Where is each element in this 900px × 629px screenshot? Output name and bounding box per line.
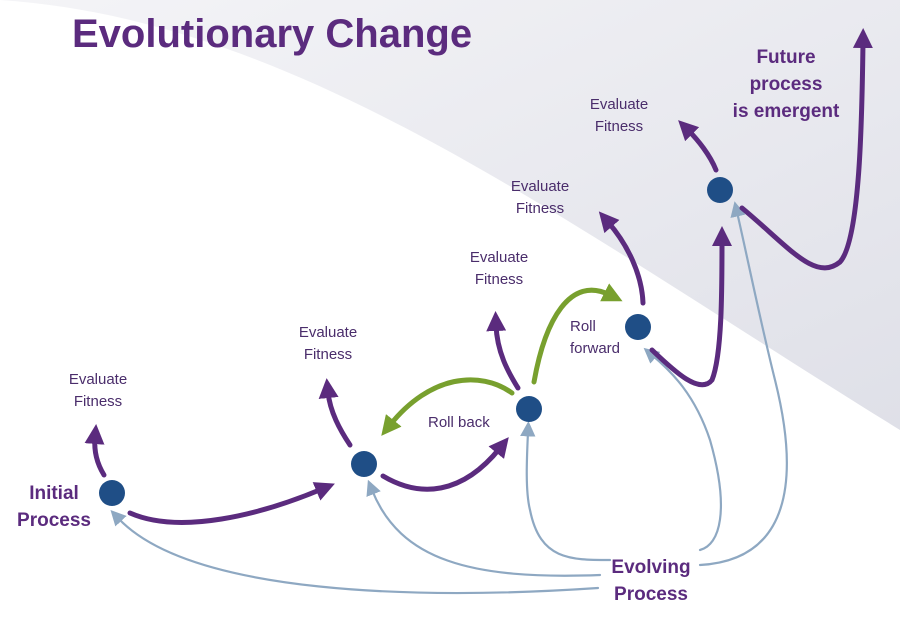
initial-process-label-line2: Process: [17, 510, 91, 531]
evaluate-label-1-line2: Fitness: [74, 393, 122, 410]
evaluate-arrow-4: [598, 211, 646, 306]
feedback-arrow-to-node3: [520, 421, 612, 562]
node-3: [516, 396, 542, 422]
background-band: [0, 0, 900, 430]
path-node4-to-node5: [649, 226, 732, 388]
process-path: [84, 28, 873, 525]
evaluate-label-5-line1: Evaluate: [590, 96, 648, 113]
feedback-arrow-to-initial: [110, 509, 600, 595]
evaluate-label-4-line1: Evaluate: [511, 178, 569, 195]
roll-forward-arrow: [531, 283, 623, 385]
evaluate-label-2-line2: Fitness: [304, 346, 352, 363]
path-node2-to-node3: [380, 437, 509, 492]
feedback-arrows: [110, 201, 788, 595]
node-2: [351, 451, 377, 477]
page-title: Evolutionary Change: [72, 12, 472, 56]
evaluate-label-4-line2: Fitness: [516, 200, 564, 217]
initial-process-label-line1: Initial: [29, 483, 79, 504]
future-process-label-line1: Future: [756, 47, 815, 68]
evaluate-label-3-line1: Evaluate: [470, 249, 528, 266]
future-process-label-line3: is emergent: [733, 101, 840, 122]
node-4: [625, 314, 651, 340]
roll-forward-label-line1: Roll: [570, 318, 596, 335]
evaluate-label-3-line2: Fitness: [475, 271, 523, 288]
node-5: [707, 177, 733, 203]
feedback-arrow-to-node2: [366, 479, 602, 577]
roll-arrows: [381, 283, 623, 436]
evaluate-label-1-line1: Evaluate: [69, 371, 127, 388]
path-node5-to-future: [739, 28, 873, 271]
evaluate-arrow-1: [84, 424, 107, 478]
evaluate-label-2-line1: Evaluate: [299, 324, 357, 341]
node-initial: [99, 480, 125, 506]
evolving-process-label-line1: Evolving: [611, 557, 690, 578]
evaluate-arrow-3: [486, 311, 521, 391]
future-process-label-line2: process: [750, 74, 823, 95]
evaluate-arrow-2: [318, 378, 353, 448]
evaluate-arrow-5: [678, 120, 719, 173]
evaluate-label-5-line2: Fitness: [595, 118, 643, 135]
process-nodes: [99, 177, 733, 506]
path-initial-to-node2: [127, 482, 335, 525]
roll-back-arrow: [381, 377, 515, 436]
feedback-arrow-to-node5: [698, 201, 788, 567]
evolving-process-label-line2: Process: [614, 584, 688, 605]
roll-back-label: Roll back: [428, 414, 490, 431]
feedback-arrow-to-node4: [643, 347, 722, 552]
roll-forward-label-line2: forward: [570, 340, 620, 357]
